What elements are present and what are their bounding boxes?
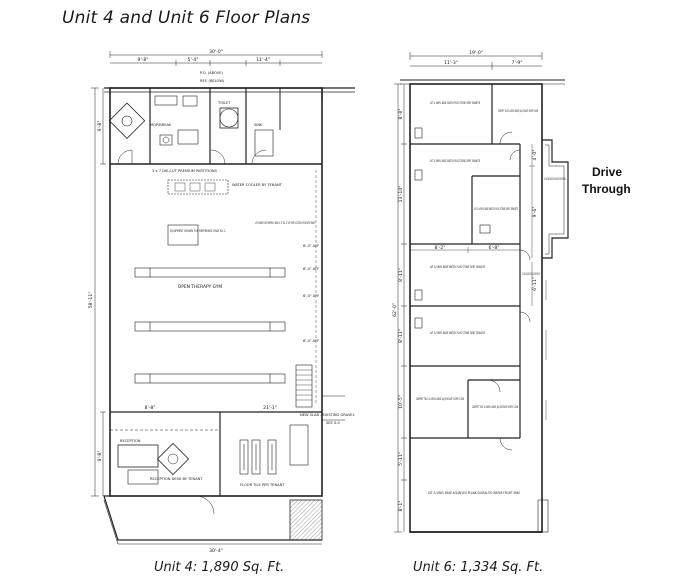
u6-dim-left-overall: 62'-0" [392, 303, 398, 317]
u6-dim-top-b: 7'-9" [512, 60, 523, 66]
unit4-caption: Unit 4: 1,890 Sq. Ft. [154, 560, 285, 575]
u6-dim-left-1: 8'-8" [398, 109, 404, 120]
u4-aff-1: 6'-0" AFF [303, 244, 319, 248]
u6-dim-left-4: 8'-11" [398, 329, 404, 343]
u6-dim-left-7: 8'-1" [398, 501, 404, 512]
u6-room-10: CARPET TILE & VINYL BASE J&J EVOLVE IVOR… [472, 405, 518, 409]
drive-through-label-1: Drive [592, 165, 622, 179]
u4-label-mop: MOP/BREAK [150, 123, 172, 127]
u6-dim-top-a: 11'-3" [444, 60, 458, 66]
u4-dim-left-overall: 58'-11" [88, 292, 94, 309]
unit6-plan [394, 52, 569, 533]
u4-dim-left-a: 9'-8" [97, 121, 103, 132]
u4-dim-mid-b: 21'-1" [263, 405, 277, 411]
u4-aff-4: 6'-0" AFF [303, 267, 319, 271]
u6-dim-top-overall: 19'-0" [469, 50, 483, 56]
page-title: Unit 4 and Unit 6 Floor Plans [62, 8, 311, 28]
u6-dim-right-c: 6'-11" [532, 277, 538, 291]
u6-dim-right-b: 9'-6" [532, 207, 538, 218]
u4-dim-top-c: 11'-4" [256, 57, 270, 63]
unit4-labels: 30'-0" 9'-8" 5'-4" 11'-4" 58'-11" 9'-8" … [88, 49, 355, 554]
u4-label-reception-desk: RECEPTION DESK BY TENANT [150, 477, 203, 481]
u4-label-ref: REF. (BELOW) [200, 79, 225, 83]
u4-dim-bottom: 30'-4" [209, 548, 223, 554]
u4-dim-top-b: 5'-4" [188, 57, 199, 63]
u4-aff-3: 6'-0" AFF [303, 339, 319, 343]
u4-label-sink: SINK [254, 123, 263, 127]
u6-room-7: LVT & VINYL BASE AQUAFLEX PLANK SAUSALIT… [522, 272, 540, 276]
u6-room-1: LVT & VINYL BASE MATCH PLUS STONE GREY G… [430, 101, 480, 105]
unit6-caption: Unit 6: 1,334 Sq. Ft. [413, 560, 544, 575]
u4-dim-mid-a: 8'-8" [145, 405, 156, 411]
u4-label-toilet: TOILET [217, 101, 231, 105]
u4-label-pos: P.O. (ABOVE) [200, 71, 223, 75]
u4-label-open-area: OPEN THERAPY GYM [178, 284, 223, 290]
u6-room-2: CARPET TILE & VINYL BASE J&J EVOLVE IVOR… [498, 109, 538, 113]
u6-room-3: LVT & VINYL BASE MATCH PLUS STONE GREY G… [430, 159, 480, 163]
u6-room-9: CARPET TILE & VINYL BASE J&J EVOLVE IVOR… [416, 397, 464, 401]
u6-dim-left-3: 8'-11" [398, 268, 404, 282]
u4-label-polished: 1/4 POLISHED PLATE MIRRORS 6'-WIDE x 6'-… [255, 221, 315, 225]
u4-label-see: SEE S-0 [326, 421, 341, 425]
u4-label-reception: RECEPTION [120, 439, 141, 443]
u6-room-4: LVT & VINYL BASE MATCH PLUS STONE GREY G… [474, 207, 518, 211]
u6-dim-left-6: 5'-11" [398, 452, 404, 466]
u4-aff-2: 6'-0" AFF [303, 294, 319, 298]
u6-dim-right-a: 4'-0" [532, 150, 538, 161]
drive-through-label-2: Through [582, 182, 631, 196]
u6-dim-left-2: 13'-10" [398, 186, 404, 203]
u4-label-new-slab: NEW SLAB - EXISTING GRAVEL [300, 413, 355, 417]
u6-dim-left-5: 10'-5" [398, 395, 404, 409]
u6-room-8: LVT & VINYL BASE MATCH PLUS STONE GREY G… [430, 331, 485, 335]
u4-dim-left-b: 9'-8" [97, 451, 103, 462]
u6-dim-mid-a: 8'-2" [435, 245, 446, 251]
u6-room-5: LVT & VINYL BASE AQUAFLEX PLANK SAUSALIT… [544, 177, 566, 181]
u4-label-floor-tile: FLOOR TILE PER TENANT [240, 483, 285, 487]
u4-dim-top-a: 9'-8" [138, 57, 149, 63]
u4-label-water-cooler: WATER COOLER BY TENANT [232, 183, 283, 187]
u6-dim-mid-b: 6'-8" [489, 245, 500, 251]
u4-label-equipment: EQUIPMENT SHOWN FOR REFERENCE ONLY N.I.C… [170, 229, 226, 233]
unit4-plan [91, 51, 355, 545]
u4-dim-top-overall: 30'-0" [209, 49, 223, 55]
u6-room-11: LVT & VINYL BASE AQUAFLEX PLANK SAUSALIT… [428, 491, 521, 495]
u4-label-compartment: 3 x 7 DIE-CUT PREMIUM PARTITIONS [152, 169, 218, 173]
u6-room-6: LVT & VINYL BASE MATCH PLUS STONE GREY G… [430, 265, 485, 269]
unit6-labels: 19'-0" 11'-3" 7'-9" 62'-0" 8'-8" 13'-10"… [392, 50, 631, 511]
